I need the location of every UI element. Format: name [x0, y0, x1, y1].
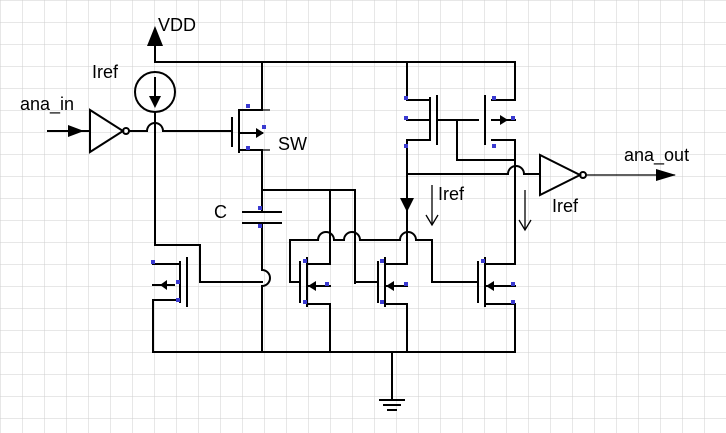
vdd-arrow-icon — [147, 26, 163, 46]
ground-rail — [152, 303, 516, 411]
vdd-label: VDD — [158, 15, 196, 35]
iref-current-source — [134, 71, 176, 121]
input-arrow-icon — [68, 125, 84, 137]
output-arrow-icon — [656, 169, 676, 181]
iref-left-leg — [154, 119, 201, 283]
middle-transistor-2 — [354, 257, 408, 307]
sw-arrow-icon — [256, 128, 264, 138]
iref-source-label: Iref — [92, 62, 119, 82]
iref-output-label: Iref — [552, 196, 579, 216]
hold-capacitor — [242, 184, 282, 353]
current-arrow-icon — [149, 96, 161, 108]
input-buffer — [47, 108, 233, 154]
vdd-supply — [147, 26, 516, 63]
mirror-down-arrow-icon — [400, 198, 414, 212]
iref-indicator-arrows — [425, 185, 532, 232]
output-buffer — [406, 153, 676, 197]
output-label: ana_out — [624, 145, 689, 166]
input-label: ana_in — [20, 94, 74, 115]
left-mirror — [151, 257, 263, 353]
middle-transistor-1 — [289, 189, 331, 307]
iref-mirror-label: Iref — [438, 184, 465, 204]
cap-top-node — [261, 189, 356, 284]
switch-transistor — [231, 61, 270, 186]
pmos-mirror — [400, 61, 516, 221]
capacitor-label: C — [214, 202, 227, 222]
switch-label: SW — [278, 134, 307, 154]
bias-bus — [316, 231, 479, 283]
output-nmos — [477, 169, 516, 353]
